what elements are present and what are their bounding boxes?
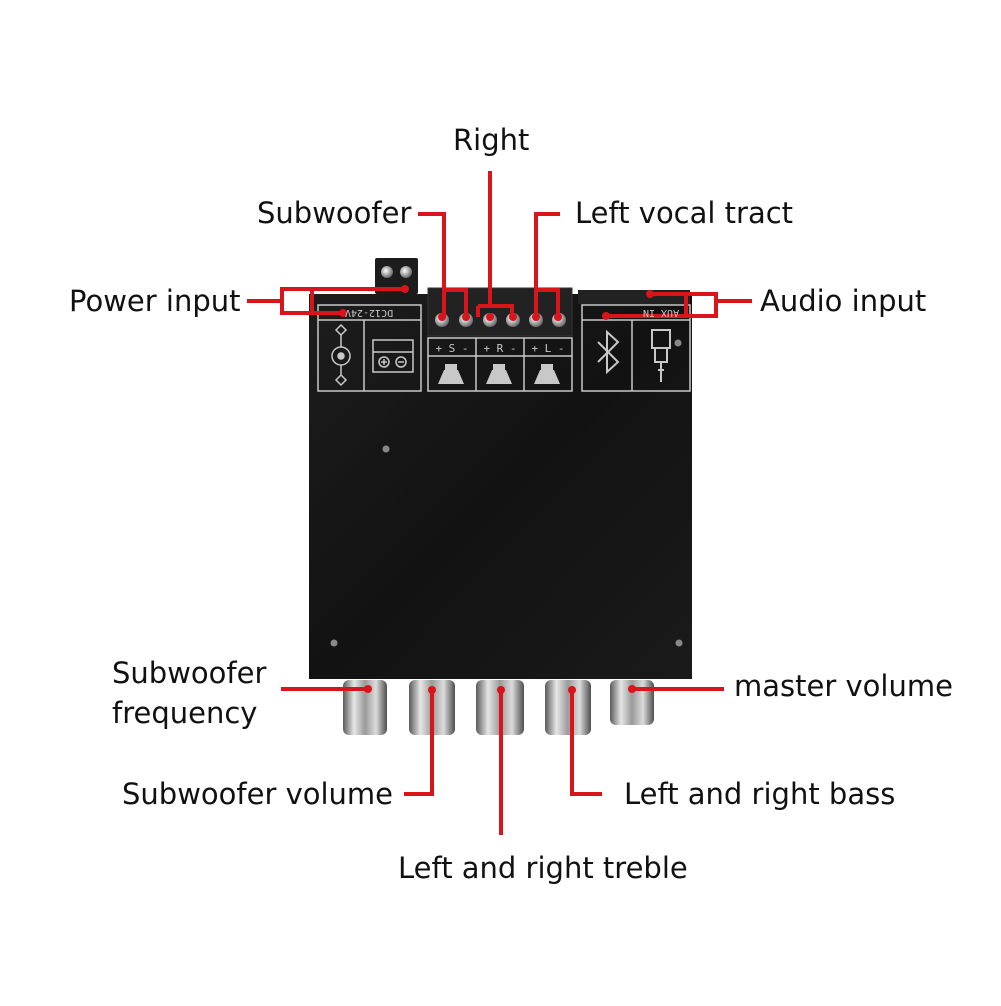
label-audio-input: Audio input	[760, 284, 927, 318]
power-terminal-block	[375, 258, 418, 294]
label-right: Right	[453, 123, 530, 157]
label-master-volume: master volume	[734, 669, 953, 703]
power-marking: DC12-24V	[345, 307, 393, 318]
channel-s-marking: + S -	[435, 342, 468, 355]
channel-r-marking: + R -	[483, 342, 516, 355]
channel-l-marking: + L -	[531, 342, 564, 355]
dc-barrel-icon	[331, 323, 351, 387]
label-left-right-treble: Left and right treble	[398, 851, 688, 885]
label-subwoofer-frequency-2: frequency	[112, 696, 258, 730]
callout-lines	[247, 171, 752, 835]
label-subwoofer-volume: Subwoofer volume	[122, 777, 394, 811]
bluetooth-icon	[597, 329, 620, 375]
callout-dots	[339, 285, 654, 694]
label-subwoofer-frequency-1: Subwoofer	[112, 656, 267, 690]
speaker-terminal-block	[427, 287, 573, 337]
label-left-vocal-tract: Left vocal tract	[575, 196, 794, 230]
label-power-input: Power input	[69, 284, 241, 318]
aux-marking: AUX IN	[643, 307, 679, 318]
label-left-right-bass: Left and right bass	[624, 777, 896, 811]
speaker-icon	[438, 364, 560, 384]
polarity-icon	[372, 339, 414, 373]
audio-jack-icon	[651, 329, 671, 382]
mounting-screws	[330, 339, 683, 647]
label-subwoofer: Subwoofer	[257, 196, 412, 230]
